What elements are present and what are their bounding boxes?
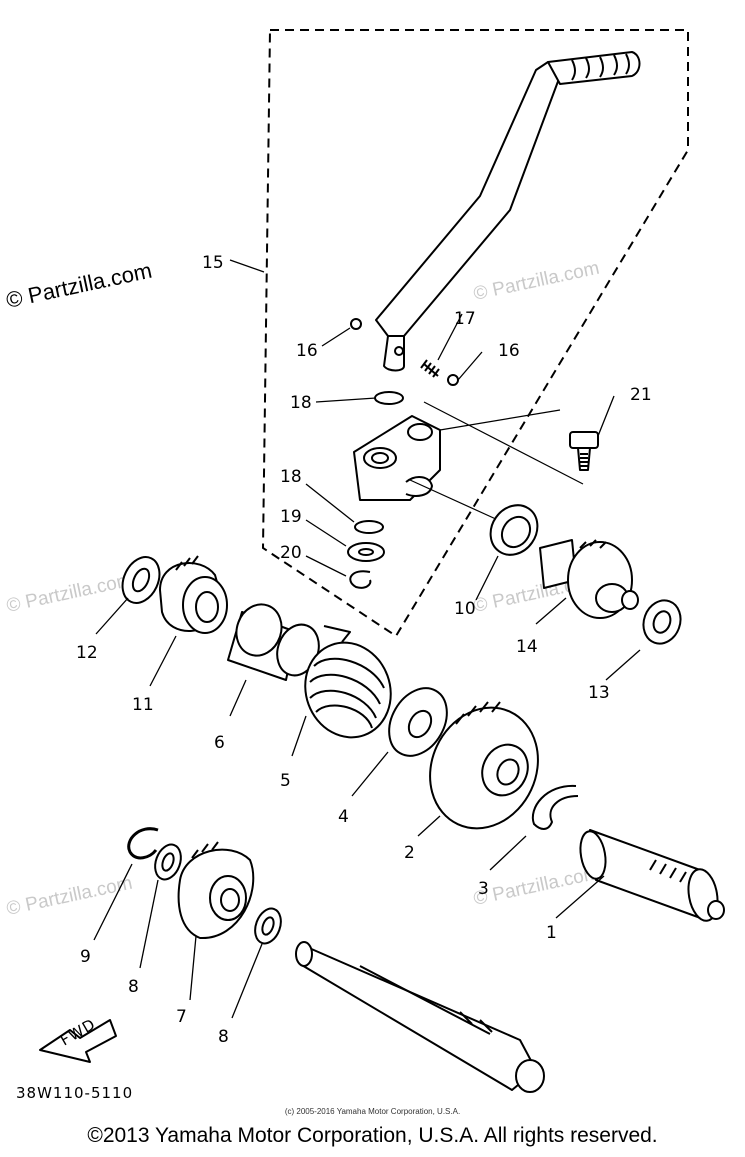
gear-7 [177, 841, 255, 940]
part-label-3: 3 [478, 879, 489, 899]
part-label-16b: 16 [498, 341, 520, 361]
part-label-7: 7 [176, 1007, 187, 1027]
kick-axle [295, 941, 545, 1093]
washer-8a [154, 843, 182, 881]
circlip-9 [127, 827, 159, 860]
fwd-arrow-icon [39, 1019, 117, 1063]
watermark: © Partzilla.com [472, 258, 602, 305]
part-label-14: 14 [516, 637, 538, 657]
part-label-12: 12 [76, 643, 98, 663]
bearing-10 [489, 504, 539, 556]
bolt-21 [569, 431, 599, 471]
copyright-small: (c) 2005-2016 Yamaha Motor Corporation, … [284, 1107, 461, 1116]
part-label-18a: 18 [290, 393, 312, 413]
spring-17 [420, 359, 440, 378]
o-ring-18a [374, 391, 404, 405]
part-label-11: 11 [132, 695, 154, 715]
part-label-15: 15 [202, 253, 224, 273]
ball-16a [350, 318, 362, 330]
part-label-20: 20 [280, 543, 302, 563]
o-ring-18b [354, 520, 384, 534]
part-label-10: 10 [454, 599, 476, 619]
clip-3 [531, 784, 579, 830]
watermark-top-left: © Partzilla.com [4, 258, 154, 313]
shaft-gear-1 [579, 829, 725, 922]
gear-14 [539, 539, 639, 619]
part-label-9: 9 [80, 947, 91, 967]
watermark: © Partzilla.com [5, 570, 135, 617]
part-label-1: 1 [546, 923, 557, 943]
part-label-8b: 8 [218, 1027, 229, 1047]
part-label-21: 21 [630, 385, 652, 405]
washer-19 [347, 542, 385, 562]
kick-boss [353, 415, 441, 501]
diagram-code: 38W110-5110 [16, 1084, 133, 1102]
leader-lines [93, 259, 641, 1019]
washer-4 [388, 687, 448, 757]
washer-8b [254, 907, 282, 945]
part-label-2: 2 [404, 843, 415, 863]
part-label-19: 19 [280, 507, 302, 527]
gear-11 [159, 555, 228, 634]
assembly-boundary-dashed [261, 29, 689, 638]
washer-13 [642, 599, 682, 645]
watermark: © Partzilla.com [5, 873, 135, 920]
part-label-4: 4 [338, 807, 349, 827]
kick-lever [375, 51, 641, 372]
part-label-18b: 18 [280, 467, 302, 487]
copyright-main: ©2013 Yamaha Motor Corporation, U.S.A. A… [87, 1124, 658, 1147]
part-label-17: 17 [454, 309, 476, 329]
part-labels: 15 16 17 16 18 21 18 19 20 10 14 12 13 1… [76, 253, 652, 1047]
circlip-20 [349, 570, 372, 589]
part-label-16a: 16 [296, 341, 318, 361]
spring-5 [304, 625, 392, 739]
part-label-6: 6 [214, 733, 225, 753]
part-label-5: 5 [280, 771, 291, 791]
washer-12 [121, 556, 161, 604]
ball-16b [447, 374, 459, 386]
gear-2 [429, 701, 539, 830]
part-label-8a: 8 [128, 977, 139, 997]
collar-6 [227, 603, 320, 681]
part-label-13: 13 [588, 683, 610, 703]
